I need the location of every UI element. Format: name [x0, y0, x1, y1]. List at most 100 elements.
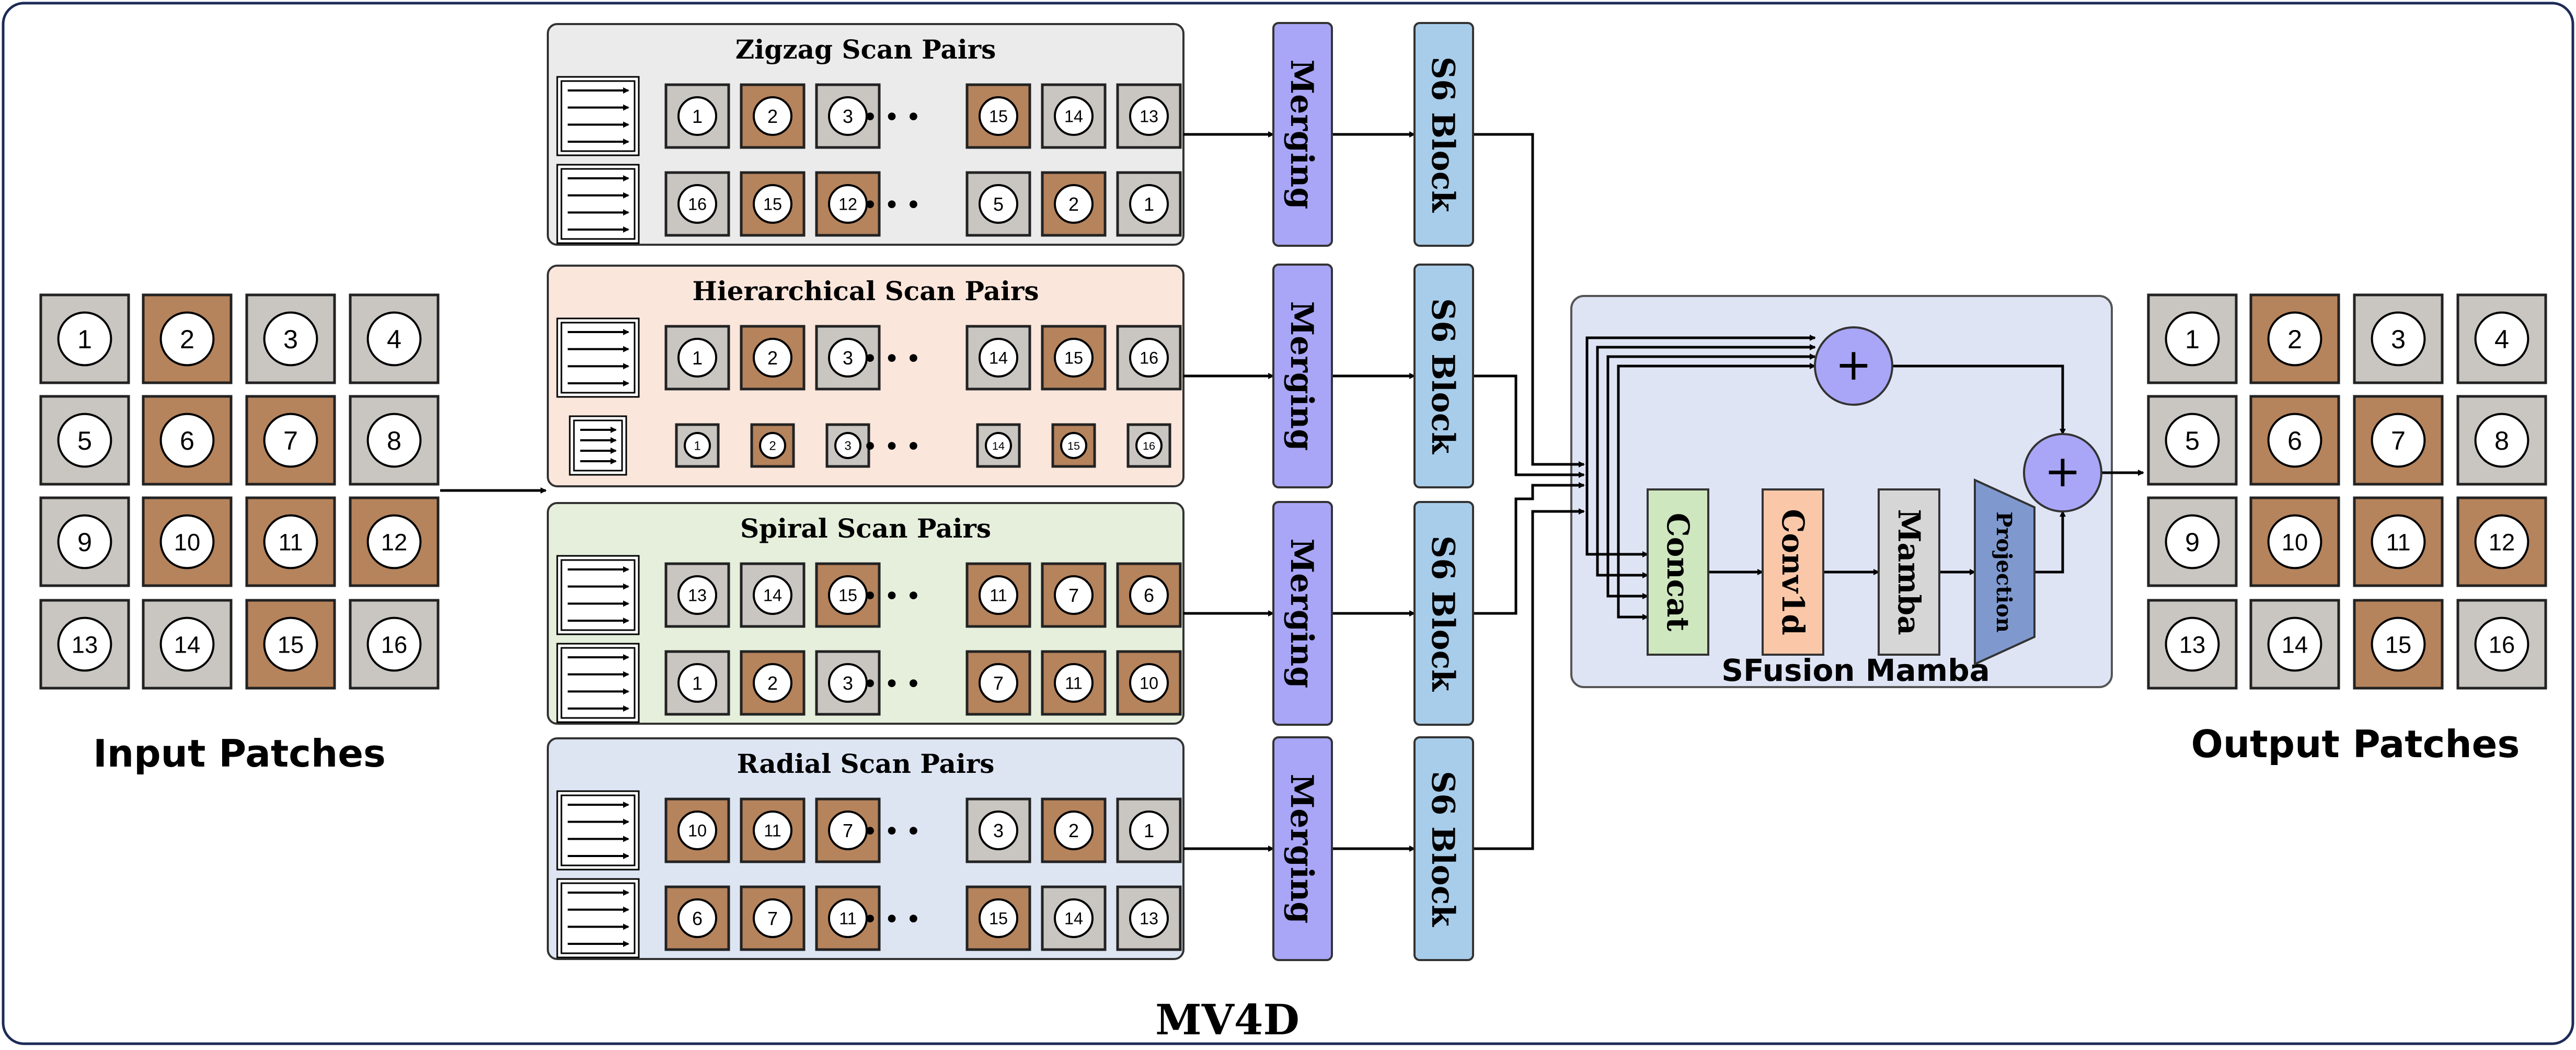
patch-number: 3	[844, 439, 851, 453]
patch-number: 1	[694, 439, 700, 453]
patch-circle	[2474, 617, 2529, 672]
patch-number: 3	[283, 324, 298, 354]
output-patch: 11	[2353, 496, 2444, 587]
s6-block-label: S6 Block	[1424, 535, 1461, 692]
patch-circle	[2474, 514, 2529, 569]
ellipsis: • • •	[863, 818, 921, 844]
patch-circle	[1129, 898, 1169, 938]
input-patch: 6	[142, 395, 233, 486]
patch-circle	[57, 413, 112, 468]
patch-circle	[159, 514, 215, 569]
patch-number: 14	[1064, 107, 1083, 126]
patch-number: 12	[381, 529, 407, 555]
patch-circle	[1129, 338, 1169, 378]
patch-number: 10	[688, 821, 707, 840]
patch-circle	[828, 338, 868, 378]
connector-line	[1617, 509, 1649, 620]
patch-number: 13	[1140, 909, 1158, 928]
patch-number: 11	[1065, 674, 1083, 693]
patch-circle	[57, 617, 112, 672]
scan-patch: 1	[664, 325, 730, 391]
input-patch: 13	[39, 599, 130, 690]
merging-label: Merging	[1283, 539, 1320, 689]
patch-circle	[677, 96, 717, 136]
connector-line	[1585, 497, 1649, 557]
scan-patch: 7	[965, 650, 1031, 716]
scan-patch: 15	[1051, 423, 1096, 468]
ellipsis: • • •	[863, 671, 921, 697]
patch-circle	[1054, 811, 1094, 850]
scan-patch: 16	[1116, 325, 1182, 391]
patch-circle	[828, 898, 868, 938]
patch-number: 10	[2282, 529, 2308, 555]
patch-number: 14	[174, 631, 200, 658]
scan-patch: 14	[976, 423, 1021, 468]
patch-number: 4	[387, 324, 401, 354]
scan-patch: 11	[815, 885, 881, 951]
patch-number: 16	[1140, 349, 1158, 368]
scan-pattern-icon	[556, 76, 640, 156]
patch-circle	[2371, 311, 2426, 367]
s6-block: S6 Block	[1413, 736, 1474, 961]
patch-number: 7	[283, 426, 298, 455]
patch-number: 1	[77, 324, 92, 354]
patch-circle	[677, 811, 717, 850]
scan-patch: 1	[664, 83, 730, 149]
patch-circle	[159, 413, 215, 468]
input-patch: 11	[245, 496, 336, 587]
scan-patch: 12	[815, 171, 881, 237]
input-patch: 8	[349, 395, 440, 486]
patch-number: 1	[1144, 193, 1154, 215]
output-patch: 10	[2249, 496, 2340, 587]
patch-circle	[759, 432, 786, 459]
scan-patch: 7	[1041, 562, 1107, 628]
scan-patch: 11	[1041, 650, 1107, 716]
patch-circle	[2371, 413, 2426, 468]
scan-patch: 2	[750, 423, 795, 468]
patch-number: 9	[77, 527, 92, 557]
s6-block-label: S6 Block	[1424, 771, 1461, 927]
output-patch: 8	[2456, 395, 2547, 486]
patch-number: 6	[180, 426, 194, 455]
patch-circle	[753, 811, 792, 850]
patch-circle	[366, 311, 422, 367]
input-patch: 4	[349, 293, 440, 384]
mamba-block: Mamba	[1878, 488, 1940, 656]
patch-tile	[39, 599, 130, 690]
patch-number: 1	[692, 347, 703, 369]
output-patch: 15	[2353, 599, 2444, 690]
patch-number: 6	[2287, 426, 2302, 455]
patch-circle	[366, 617, 422, 672]
patch-number: 14	[1064, 909, 1083, 928]
patch-circle	[2165, 617, 2220, 672]
scan-patch: 3	[815, 83, 881, 149]
patch-number: 11	[764, 821, 781, 840]
connector-line	[1596, 344, 1816, 501]
connector-line	[2034, 510, 2066, 574]
patch-number: 7	[2391, 426, 2406, 455]
merging-label: Merging	[1283, 301, 1320, 451]
merging-label: Merging	[1283, 60, 1320, 210]
patch-number: 16	[688, 195, 707, 214]
output-patch: 2	[2249, 293, 2340, 384]
patch-number: 15	[2385, 631, 2411, 658]
patch-circle	[684, 432, 711, 459]
patch-number: 1	[2185, 324, 2200, 354]
connector-line	[1606, 505, 1649, 599]
scan-group-title: Radial Scan Pairs	[737, 748, 995, 779]
patch-circle	[753, 96, 792, 136]
merging-block: Merging	[1272, 264, 1333, 488]
patch-number: 2	[1068, 820, 1079, 841]
patch-circle	[57, 311, 112, 367]
scan-patch: 3	[815, 325, 881, 391]
patch-circle	[677, 338, 717, 378]
merging-block: Merging	[1272, 501, 1333, 726]
patch-circle	[1060, 432, 1087, 459]
patch-circle	[677, 898, 717, 938]
patch-number: 16	[2489, 631, 2515, 658]
scan-patch: 15	[965, 83, 1031, 149]
input-patch: 10	[142, 496, 233, 587]
patch-tile	[2456, 496, 2547, 587]
input-patch: 12	[349, 496, 440, 587]
patch-circle	[828, 575, 868, 615]
